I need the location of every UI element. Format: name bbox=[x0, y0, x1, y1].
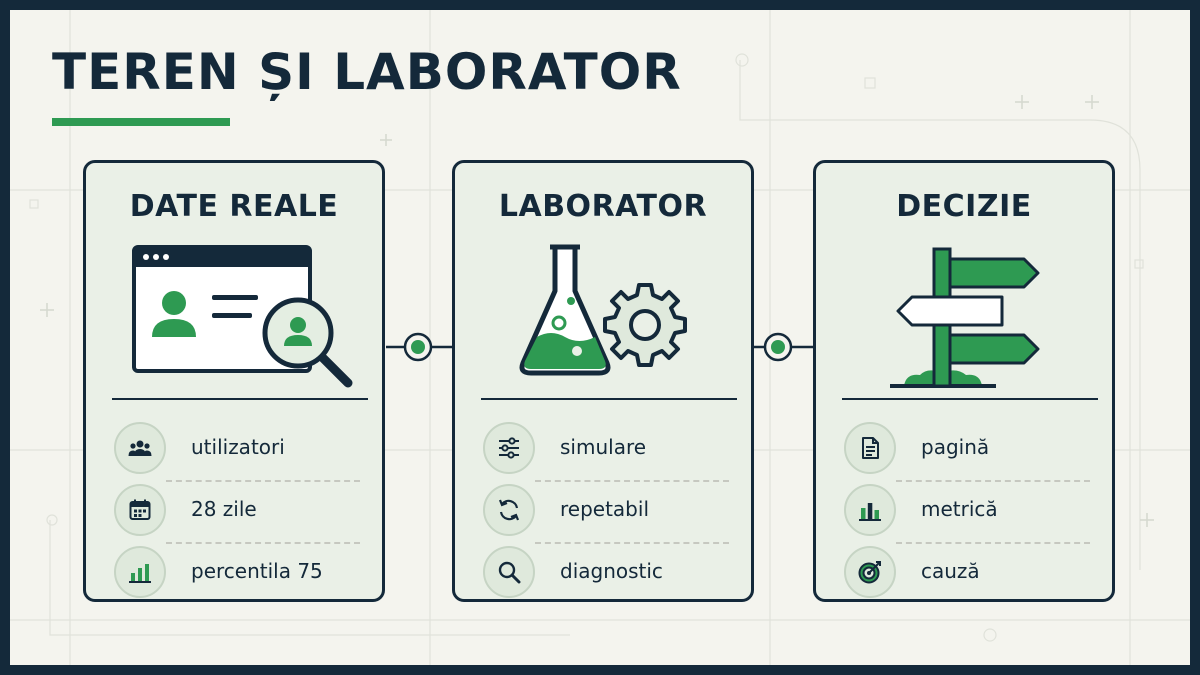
card-decizie: DECIZIE pagină bbox=[813, 160, 1115, 602]
signpost-icon bbox=[890, 247, 1040, 388]
item-separator bbox=[535, 542, 729, 544]
card-title: LABORATOR bbox=[498, 189, 708, 224]
list-item: utilizatori bbox=[86, 418, 382, 482]
item-label: pagină bbox=[921, 435, 990, 459]
item-label: percentila 75 bbox=[191, 559, 323, 583]
title-underline bbox=[52, 118, 230, 126]
card-laborator: LABORATOR simulare bbox=[452, 160, 754, 602]
card-divider bbox=[842, 398, 1098, 400]
list-item: metrică bbox=[816, 480, 1112, 544]
flask-gear-icon bbox=[519, 244, 687, 376]
flow-connectors bbox=[386, 332, 814, 362]
card-date-reale: DATE REALE utilizato bbox=[83, 160, 385, 602]
item-label: 28 zile bbox=[191, 497, 257, 521]
page-title: TEREN ȘI LABORATOR bbox=[52, 43, 682, 101]
item-separator bbox=[166, 480, 360, 482]
item-separator bbox=[896, 480, 1090, 482]
item-label: metrică bbox=[921, 497, 998, 521]
calendar-icon bbox=[114, 484, 166, 536]
list-item: repetabil bbox=[455, 480, 751, 544]
card-divider bbox=[112, 398, 368, 400]
item-label: repetabil bbox=[560, 497, 649, 521]
item-separator bbox=[535, 480, 729, 482]
slide: TEREN ȘI LABORATOR DATE REALE bbox=[10, 10, 1190, 665]
card-title: DATE REALE bbox=[129, 189, 339, 224]
document-icon bbox=[844, 422, 896, 474]
item-label: utilizatori bbox=[191, 435, 285, 459]
item-label: cauză bbox=[921, 559, 980, 583]
list-item: diagnostic bbox=[455, 542, 751, 604]
refresh-icon bbox=[483, 484, 535, 536]
card-divider bbox=[481, 398, 737, 400]
item-separator bbox=[896, 542, 1090, 544]
list-item: pagină bbox=[816, 418, 1112, 482]
item-separator bbox=[166, 542, 360, 544]
search-icon bbox=[483, 546, 535, 598]
list-item: 28 zile bbox=[86, 480, 382, 544]
bar-chart-icon bbox=[114, 546, 166, 598]
list-item: percentila 75 bbox=[86, 542, 382, 604]
bar-chart-icon bbox=[844, 484, 896, 536]
target-icon bbox=[844, 546, 896, 598]
item-label: diagnostic bbox=[560, 559, 663, 583]
browser-profile-magnifier-icon bbox=[132, 245, 353, 388]
list-item: cauză bbox=[816, 542, 1112, 604]
item-label: simulare bbox=[560, 435, 647, 459]
card-title: DECIZIE bbox=[896, 189, 1032, 224]
users-icon bbox=[114, 422, 166, 474]
sliders-icon bbox=[483, 422, 535, 474]
list-item: simulare bbox=[455, 418, 751, 482]
